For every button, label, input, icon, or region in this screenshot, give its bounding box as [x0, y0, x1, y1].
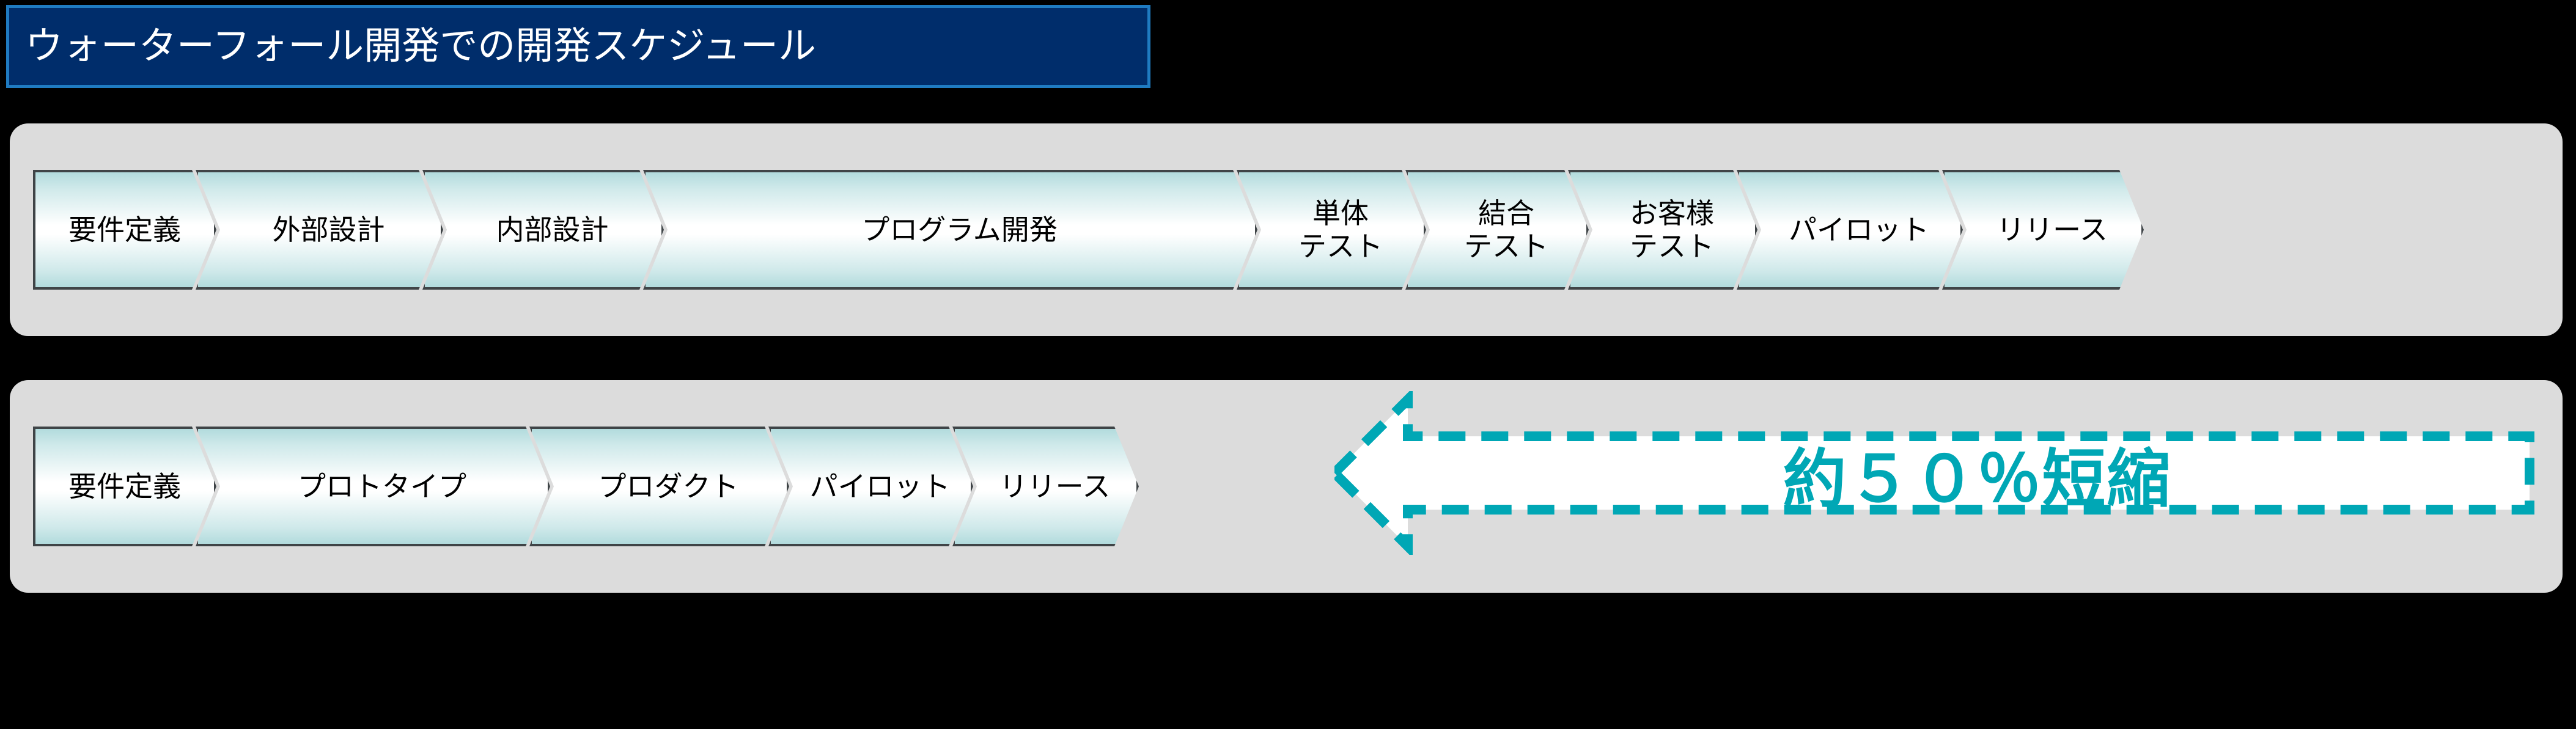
phase-chevron-label: プロトタイプ [298, 470, 466, 502]
phase-chevron-shape [1737, 170, 1963, 290]
phase-chevron-shape [33, 427, 216, 546]
phase-chevron[interactable]: プロダクト [529, 427, 789, 546]
phase-chevron[interactable]: 結合 テスト [1405, 170, 1589, 290]
phase-chevron-label: リリース [1996, 213, 2108, 246]
waterfall-title-text: ウォーターフォール開発での開発スケジュール [25, 25, 816, 67]
reduction-callout-arrow: 約５０％短縮 [1334, 391, 2534, 555]
phase-chevron[interactable]: プログラム開発 [643, 170, 1257, 290]
reduction-callout-text: 約５０％短縮 [1783, 444, 2172, 515]
phase-chevron-shape [952, 427, 1139, 546]
phase-chevron[interactable]: お客様 テスト [1568, 170, 1757, 290]
phase-chevron-label: 結合 テスト [1464, 197, 1548, 262]
callout-arrow-shape [1334, 391, 2534, 555]
phase-chevron[interactable]: リリース [1942, 170, 2144, 290]
phase-chevron-label: 要件定義 [68, 470, 181, 502]
phase-chevron-shape [33, 170, 216, 290]
phase-chevron-label: 単体 テスト [1298, 197, 1383, 262]
callout-polygon [1334, 391, 2534, 555]
phase-chevron[interactable]: リリース [952, 427, 1139, 546]
phase-chevron-label: 外部設計 [272, 213, 385, 246]
phase-chevron-label: パイロット [1789, 213, 1929, 246]
phase-chevron[interactable]: パイロット [768, 427, 973, 546]
phase-chevron-shape [196, 427, 550, 546]
phase-chevron-label: パイロット [809, 470, 951, 502]
phase-chevron[interactable]: 単体 テスト [1237, 170, 1426, 290]
phase-chevron[interactable]: 内部設計 [422, 170, 664, 290]
agile-schedule-panel: 要件定義 プロトタイプ プロダクト パイロット リリース [10, 380, 2563, 593]
phase-chevron-label: 内部設計 [496, 213, 609, 246]
waterfall-phase-row: 要件定義 外部設計 内部設計 プログラム開発 単体 テスト 結合 テスト お客様 テスト パイ… [33, 170, 2144, 290]
phase-chevron-shape [422, 170, 664, 290]
phase-chevron-label: 要件定義 [68, 213, 181, 246]
phase-chevron-label: お客様 テスト [1630, 197, 1714, 262]
phase-chevron-label: リリース [999, 470, 1111, 502]
phase-chevron[interactable]: パイロット [1737, 170, 1963, 290]
agile-phase-row: 要件定義 プロトタイプ プロダクト パイロット リリース [33, 427, 1139, 546]
phase-chevron-shape [1405, 170, 1589, 290]
phase-chevron-label: プログラム開発 [861, 213, 1058, 246]
phase-chevron[interactable]: プロトタイプ [196, 427, 550, 546]
phase-chevron-shape [529, 427, 789, 546]
phase-chevron-label: プロダクト [598, 470, 739, 502]
phase-chevron-shape [643, 170, 1257, 290]
waterfall-title-bar: ウォーターフォール開発での開発スケジュール [6, 5, 1150, 88]
phase-chevron[interactable]: 外部設計 [196, 170, 443, 290]
phase-chevron[interactable]: 要件定義 [33, 170, 216, 290]
waterfall-schedule-panel: 要件定義 外部設計 内部設計 プログラム開発 単体 テスト 結合 テスト お客様 テスト パイ… [10, 123, 2563, 336]
phase-chevron-shape [196, 170, 443, 290]
phase-chevron[interactable]: 要件定義 [33, 427, 216, 546]
